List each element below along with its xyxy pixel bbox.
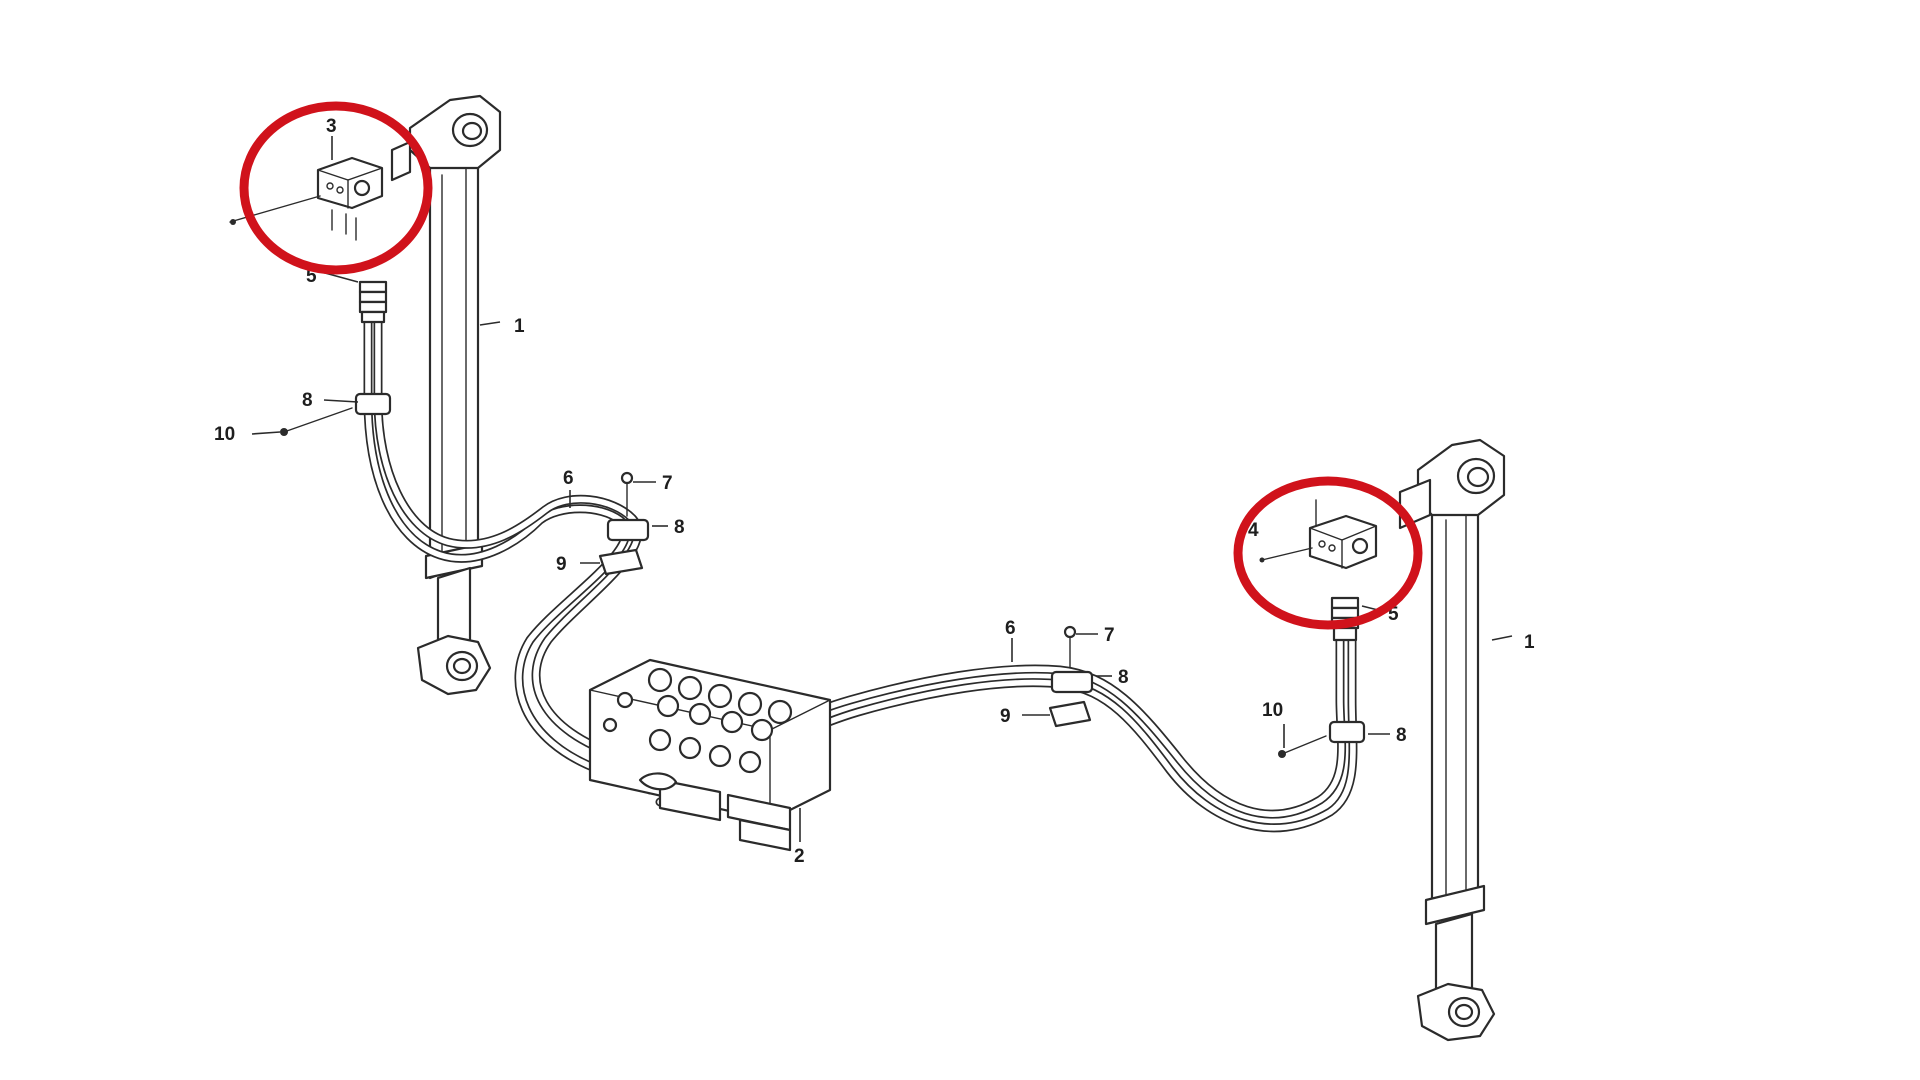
callout-labels: 1 1 2 3 4 5 5 6 6 7 7 8 8 8 8 9 9 10 10 [214, 116, 1535, 867]
left-mid-hose-clamp [606, 518, 650, 542]
right-clamp-bolt [1063, 625, 1077, 669]
left-hose-assembly [363, 313, 685, 785]
callout-right-plate: 9 [1000, 706, 1011, 727]
callout-left-hose: 6 [563, 468, 574, 489]
callout-left-fitting: 5 [306, 266, 317, 287]
callout-left-cylinder: 1 [514, 316, 525, 337]
highlight-annotations [239, 101, 1423, 630]
left-clamp-bolt [620, 471, 634, 517]
left-cylinder-hose-clamp [354, 392, 392, 416]
left-cylinder [390, 94, 502, 696]
left-manifold-block [229, 156, 384, 241]
callout-left-screw: 10 [214, 424, 235, 445]
callout-right-cylinder: 1 [1524, 632, 1535, 653]
callout-right-bolt: 7 [1104, 625, 1115, 646]
callout-left-clamp-mid: 8 [674, 517, 685, 538]
right-highlight-circle [1233, 476, 1423, 630]
callout-left-plate: 9 [556, 554, 567, 575]
callout-left-manifold: 3 [326, 116, 337, 137]
right-cylinder [1398, 438, 1506, 1042]
leader-lines [251, 136, 1513, 842]
right-mounting-plate [1048, 700, 1092, 728]
callout-right-clamp-cylinder: 8 [1396, 725, 1407, 746]
callout-right-hose: 6 [1005, 618, 1016, 639]
left-mounting-plate [598, 548, 644, 576]
left-hose-fitting [358, 280, 388, 324]
callout-left-bolt: 7 [662, 473, 673, 494]
right-cylinder-hose-clamp [1328, 720, 1366, 744]
right-mid-hose-clamp [1050, 670, 1094, 694]
left-clamp-screw [280, 407, 353, 436]
callout-right-clamp-mid: 8 [1118, 667, 1129, 688]
callout-right-fitting: 5 [1388, 604, 1399, 625]
callout-valve-block: 2 [794, 846, 805, 867]
right-clamp-screw [1278, 735, 1327, 758]
callout-right-manifold: 4 [1248, 520, 1259, 541]
control-valve-block [588, 658, 832, 852]
right-manifold-block [1259, 499, 1378, 570]
callout-right-screw: 10 [1262, 700, 1283, 721]
left-highlight-circle [239, 101, 433, 275]
callout-left-clamp-cylinder: 8 [302, 390, 313, 411]
